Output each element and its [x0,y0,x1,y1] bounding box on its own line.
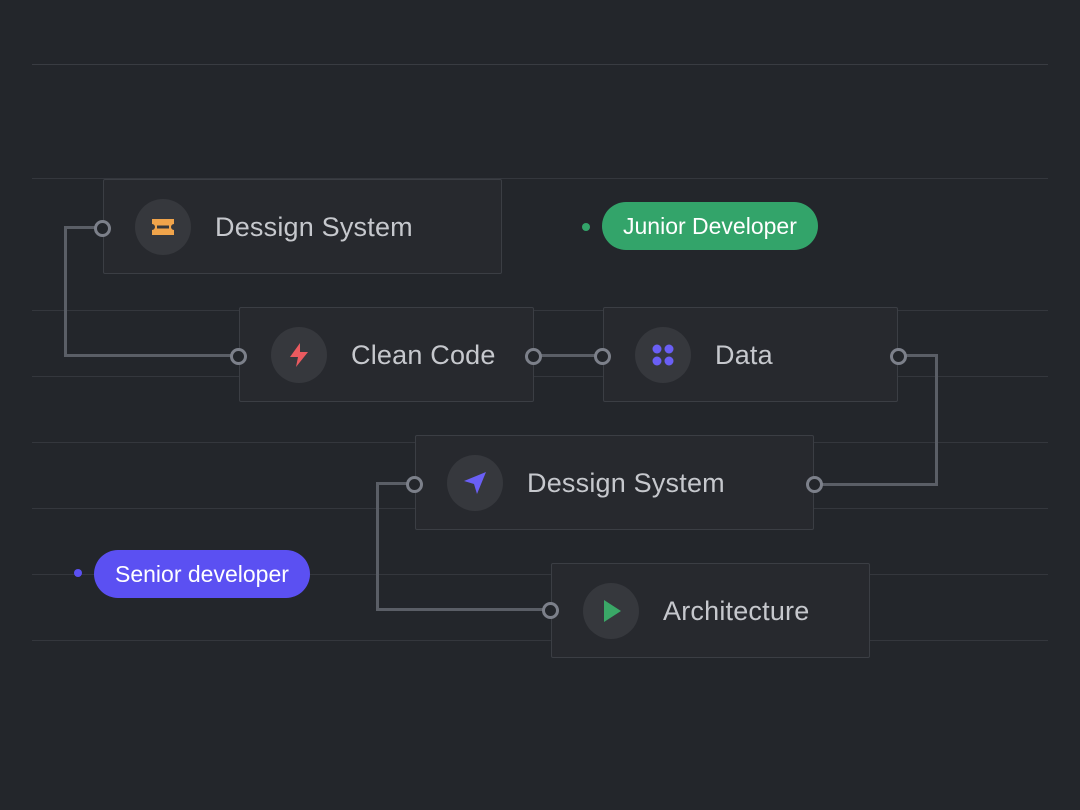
navigation-arrow-icon [447,455,503,511]
connector-line [64,226,98,229]
connection-port[interactable] [890,348,907,365]
connection-port[interactable] [806,476,823,493]
node-design-system-2[interactable]: Dessign System [415,435,814,530]
senior-developer-badge[interactable]: Senior developer [94,550,310,598]
grid-dots-icon [635,327,691,383]
node-label: Architecture [663,595,810,626]
connection-port[interactable] [525,348,542,365]
node-label: Data [715,339,773,370]
connection-port[interactable] [594,348,611,365]
connection-port[interactable] [406,476,423,493]
node-label: Clean Code [351,339,496,370]
status-dot [74,569,82,577]
connection-port[interactable] [94,220,111,237]
junior-developer-badge[interactable]: Junior Developer [602,202,818,250]
play-icon [583,583,639,639]
connection-port[interactable] [230,348,247,365]
status-dot [582,223,590,231]
node-design-system[interactable]: Dessign System [103,179,502,274]
node-architecture[interactable]: Architecture [551,563,870,658]
node-label: Dessign System [527,467,725,498]
grid-line [32,574,1048,575]
connector-line [376,482,379,611]
node-label: Dessign System [215,211,413,242]
bolt-icon [271,327,327,383]
connector-line [64,226,67,357]
grid-line [32,310,1048,311]
grid-line [32,178,1048,179]
node-clean-code[interactable]: Clean Code [239,307,534,402]
connector-line [538,354,598,357]
ticket-icon [135,199,191,255]
divider-line [32,64,1048,65]
grid-line [32,376,1048,377]
connector-line [904,354,938,357]
connector-line [935,354,938,486]
connector-line [820,483,938,486]
connector-line [376,482,410,485]
connector-line [376,608,546,611]
grid-line [32,640,1048,641]
connector-line [64,354,234,357]
connection-port[interactable] [542,602,559,619]
node-data[interactable]: Data [603,307,898,402]
